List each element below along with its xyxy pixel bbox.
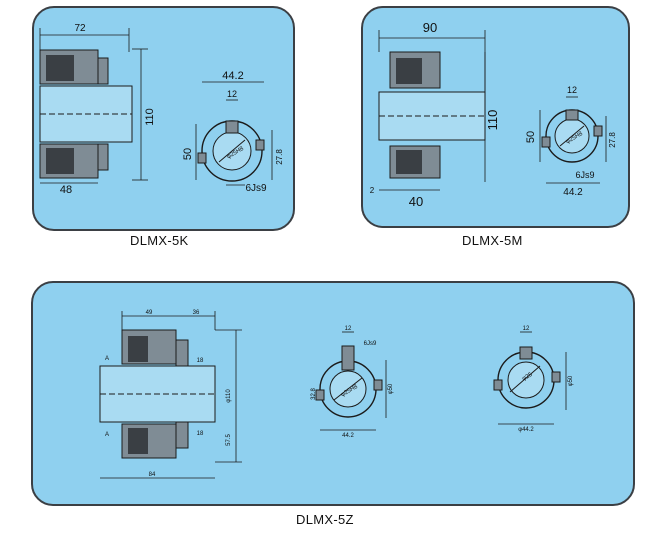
hub-end-view	[541, 109, 603, 163]
dim-bore-fit: 6Js9	[575, 170, 594, 180]
dim-mid-key: 12	[345, 326, 352, 332]
dim-right-dia: φ50	[568, 375, 574, 386]
dim-bore-fit: 6Js9	[245, 183, 267, 194]
dim-height: 110	[485, 110, 500, 131]
dim-right-width: φ44.2	[518, 427, 534, 433]
dim-bore-dia: 50	[525, 131, 537, 143]
dim-right-key: 12	[523, 326, 530, 332]
dim-dia: φ110	[226, 389, 232, 403]
dim-mid-fit: 6Js9	[364, 341, 377, 347]
dim-mid-dia: φ50	[388, 383, 394, 394]
dim-bottom-width: 84	[149, 472, 156, 478]
caption-dlmx-5m: DLMX-5M	[462, 233, 523, 248]
dim-bore-dia: 50	[182, 148, 194, 160]
dim-key-width: 12	[567, 85, 577, 95]
dim-top-b: 36	[193, 310, 200, 316]
dim-right-a: 18	[197, 358, 204, 364]
dim-mid-width: 44.2	[342, 433, 354, 439]
clutch-side-view	[99, 329, 216, 459]
dim-width-bottom: 48	[60, 184, 72, 196]
dim-bottom-r: 57.5	[226, 434, 232, 446]
dim-hub-width: 44.2	[222, 70, 243, 82]
dim-top-a: 49	[146, 310, 153, 316]
dim-width-top: 72	[74, 23, 86, 34]
hub-end-view-keyed	[315, 345, 383, 418]
dim-mid-depth: 32.8	[311, 388, 317, 400]
dim-gap: 2	[370, 186, 375, 195]
dim-hub-outer: 44.2	[563, 187, 583, 198]
dim-key-width: 12	[227, 89, 237, 99]
dim-keyway-depth: 27.8	[275, 149, 284, 165]
dim-keyway-depth: 27.8	[608, 132, 617, 148]
mark-a-top: A	[105, 356, 109, 362]
mark-a-bottom: A	[105, 432, 109, 438]
caption-dlmx-5k: DLMX-5K	[130, 233, 189, 248]
dim-right-bore: φ25	[521, 372, 534, 383]
hub-end-view	[197, 120, 265, 182]
dim-width-top: 90	[423, 20, 437, 35]
clutch-side-view	[378, 51, 486, 179]
caption-dlmx-5z: DLMX-5Z	[296, 512, 354, 527]
clutch-side-view	[39, 49, 133, 179]
dim-height: 110	[144, 108, 156, 126]
dim-width-bottom: 40	[409, 194, 423, 209]
hub-end-view-plain	[493, 346, 561, 409]
dim-right-b: 18	[197, 431, 204, 437]
